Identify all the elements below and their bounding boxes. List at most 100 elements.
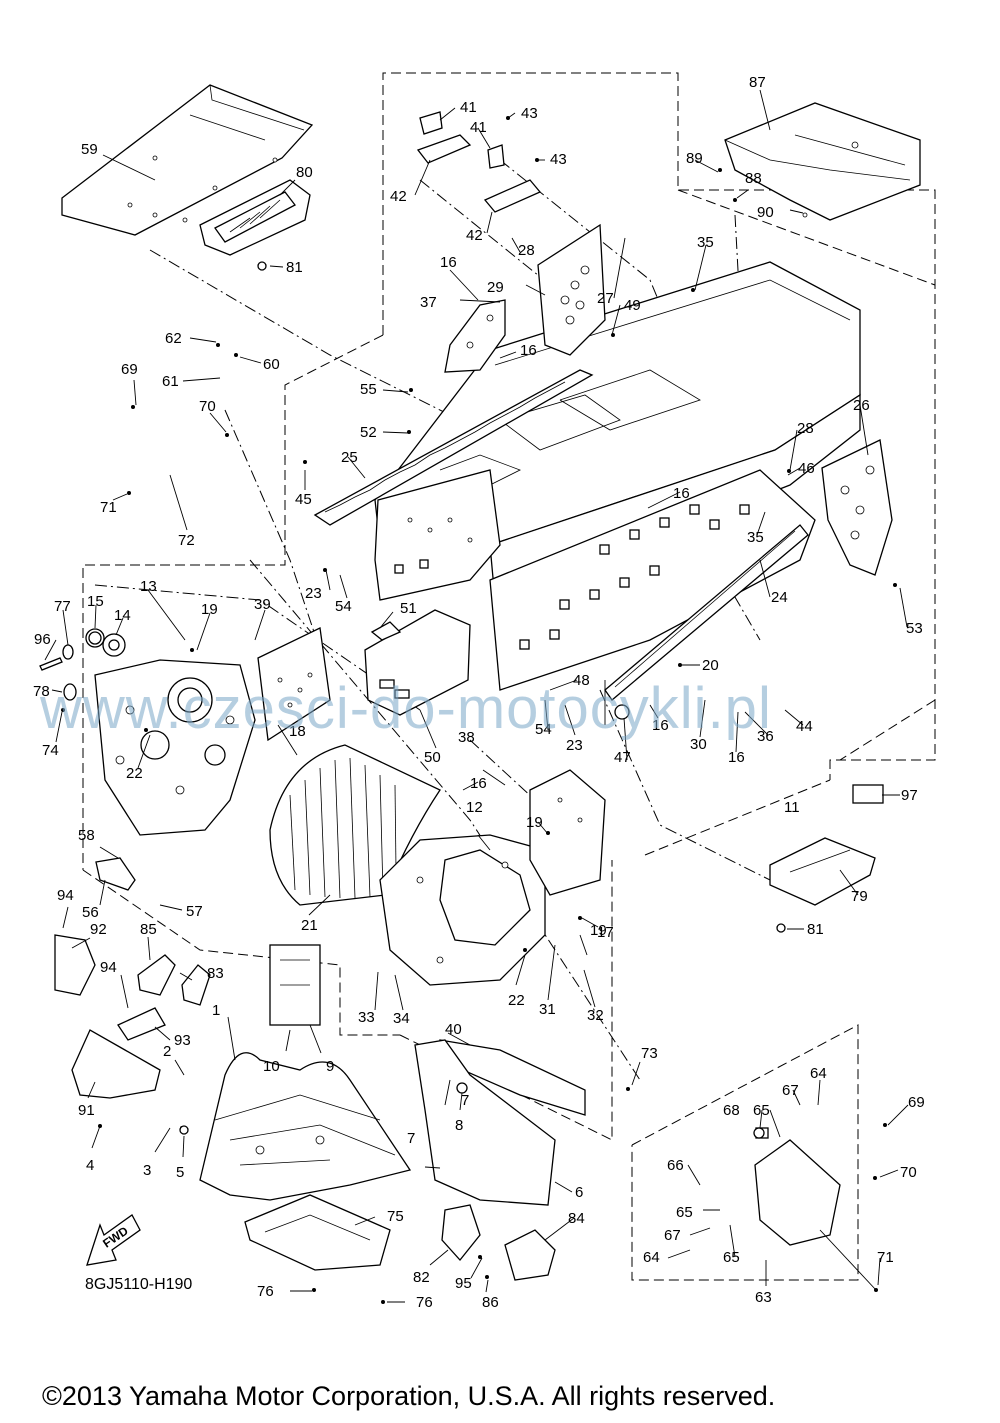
callout-55: 55: [360, 381, 377, 398]
callout-10: 10: [263, 1058, 280, 1075]
callout-16c: 16: [673, 485, 690, 502]
callout-43b: 43: [550, 151, 567, 168]
callout-70a: 70: [199, 398, 216, 415]
callout-23a: 23: [305, 585, 322, 602]
callout-64b: 64: [643, 1249, 660, 1266]
callout-47: 47: [614, 749, 631, 766]
drawing-code: 8GJ5110-H190: [85, 1276, 192, 1293]
callout-16a: 16: [440, 254, 457, 271]
callout-20: 20: [702, 657, 719, 674]
callout-85: 85: [140, 921, 157, 938]
callout-31: 31: [539, 1001, 556, 1018]
bracket-29: [537, 223, 606, 356]
callout-27: 27: [597, 290, 614, 307]
callout-33: 33: [358, 1009, 375, 1026]
callout-17: 17: [597, 924, 614, 941]
engine-plate-13: [94, 659, 256, 836]
callout-80: 80: [296, 164, 313, 181]
callout-69b: 69: [908, 1094, 925, 1111]
callout-97: 97: [901, 787, 918, 804]
callout-29: 29: [487, 279, 504, 296]
callout-66: 66: [667, 1157, 684, 1174]
callout-71b: 71: [877, 1249, 894, 1266]
callout-65b: 65: [676, 1204, 693, 1221]
callout-61: 61: [162, 373, 179, 390]
callout-38: 38: [458, 729, 475, 746]
skid-plate-75: [244, 1194, 391, 1271]
callout-34: 34: [393, 1010, 410, 1027]
callout-18: 18: [289, 723, 306, 740]
callout-35b: 35: [747, 529, 764, 546]
callout-73: 73: [641, 1045, 658, 1062]
callout-41a: 41: [460, 99, 477, 116]
callout-28b: 28: [797, 420, 814, 437]
callout-49: 49: [624, 297, 641, 314]
callout-11: 11: [784, 799, 800, 816]
callout-14: 14: [114, 607, 131, 624]
callout-57: 57: [186, 903, 203, 920]
callout-76b: 76: [416, 1294, 433, 1311]
callout-12: 12: [466, 799, 483, 816]
duct-80: [199, 179, 311, 271]
callout-77: 77: [54, 598, 71, 615]
callout-39: 39: [254, 596, 271, 613]
callout-labels: 1 2 3 4 5 6 7 7 8 9 10 11 12 13 14 15 16…: [33, 74, 925, 1311]
callout-44: 44: [796, 718, 813, 735]
callout-19b: 19: [526, 814, 543, 831]
callout-50: 50: [424, 749, 441, 766]
bearings-14-15-77-78: [39, 628, 126, 701]
callout-53: 53: [906, 620, 923, 637]
callout-79: 79: [851, 888, 868, 905]
copyright: ©2013 Yamaha Motor Corporation, U.S.A. A…: [42, 1381, 775, 1411]
callout-32: 32: [587, 1007, 604, 1024]
callout-62: 62: [165, 330, 182, 347]
callout-1: 1: [212, 1002, 220, 1019]
left-brackets: [54, 857, 211, 1099]
callout-92: 92: [90, 921, 107, 938]
callout-91: 91: [78, 1102, 95, 1119]
callout-51: 51: [400, 600, 417, 617]
callout-4: 4: [86, 1157, 94, 1174]
callout-36: 36: [757, 728, 774, 745]
callout-24: 24: [771, 589, 788, 606]
callout-9: 9: [326, 1058, 334, 1075]
callout-95: 95: [455, 1275, 472, 1292]
callout-16b: 16: [520, 342, 537, 359]
callout-40: 40: [445, 1021, 462, 1038]
front-frame-1: [199, 944, 412, 1201]
callout-26: 26: [853, 397, 870, 414]
callout-64a: 64: [810, 1065, 827, 1082]
callout-7b: 7: [407, 1130, 415, 1147]
callout-16d: 16: [652, 717, 669, 734]
callout-3: 3: [143, 1162, 151, 1179]
bulkhead-12: [379, 834, 546, 986]
callout-45: 45: [295, 491, 312, 508]
callout-23b: 23: [566, 737, 583, 754]
callout-65c: 65: [723, 1249, 740, 1266]
callout-69a: 69: [121, 361, 138, 378]
callout-89: 89: [686, 150, 703, 167]
callout-25: 25: [341, 449, 358, 466]
bracket-37: [444, 299, 506, 373]
callout-60: 60: [263, 356, 280, 373]
callout-87: 87: [749, 74, 766, 91]
callout-13: 13: [140, 578, 157, 595]
callout-22a: 22: [126, 765, 143, 782]
callout-5: 5: [176, 1164, 184, 1181]
leader-lines: [44, 89, 909, 1303]
bracket-63: [754, 1127, 841, 1246]
callout-90: 90: [757, 204, 774, 221]
callout-37: 37: [420, 294, 437, 311]
callout-42b: 42: [466, 227, 483, 244]
callout-16f: 16: [470, 775, 487, 792]
callout-8: 8: [455, 1117, 463, 1134]
callout-52: 52: [360, 424, 377, 441]
plate-18: [257, 627, 331, 742]
callout-82: 82: [413, 1269, 430, 1286]
bracket-26: [821, 439, 893, 576]
callout-56: 56: [82, 904, 99, 921]
callout-43a: 43: [521, 105, 538, 122]
callout-30: 30: [690, 736, 707, 753]
bracket-17: [529, 769, 606, 896]
